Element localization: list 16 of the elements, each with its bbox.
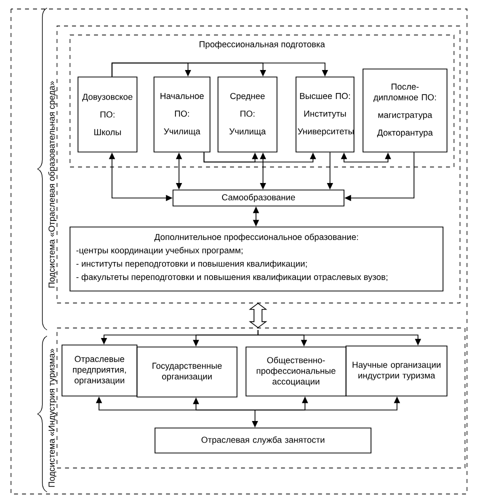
double-arrow <box>248 302 268 328</box>
node-label: Подсистема «Индустрия туризма» <box>48 348 56 487</box>
node-label: Подсистема «Отраслевая образовательная среда» <box>48 81 56 288</box>
process-box: Довузовское ПО: Школы <box>78 76 138 152</box>
process-box: После-дипломное ПО: магистратура Докторантура <box>362 68 448 152</box>
process-box: Отраслевые предприятия, организации <box>62 344 138 396</box>
arrow <box>112 62 328 77</box>
process-box: Государственные организации <box>136 346 238 398</box>
process-box: Самообразование <box>172 190 344 206</box>
process-box: Высшее ПО: Институты Университеты <box>296 76 354 152</box>
process-box: Научные организации индустрии туризма <box>346 346 448 396</box>
process-box: Начальное ПО: Училища <box>154 76 210 152</box>
process-box: Общественно-профессиональные ассоциации <box>246 346 346 396</box>
process-box: Дополнительное профессиональное образование: -центры координации учебных программ; - институты переподготовки и повышения квалификации; - факультеты переподготовки и повышения квалификации отраслевых вузов; <box>70 226 444 292</box>
process-box: Отраслевая служба занятости <box>154 428 372 454</box>
process-box: Среднее ПО: Училища <box>218 76 278 152</box>
